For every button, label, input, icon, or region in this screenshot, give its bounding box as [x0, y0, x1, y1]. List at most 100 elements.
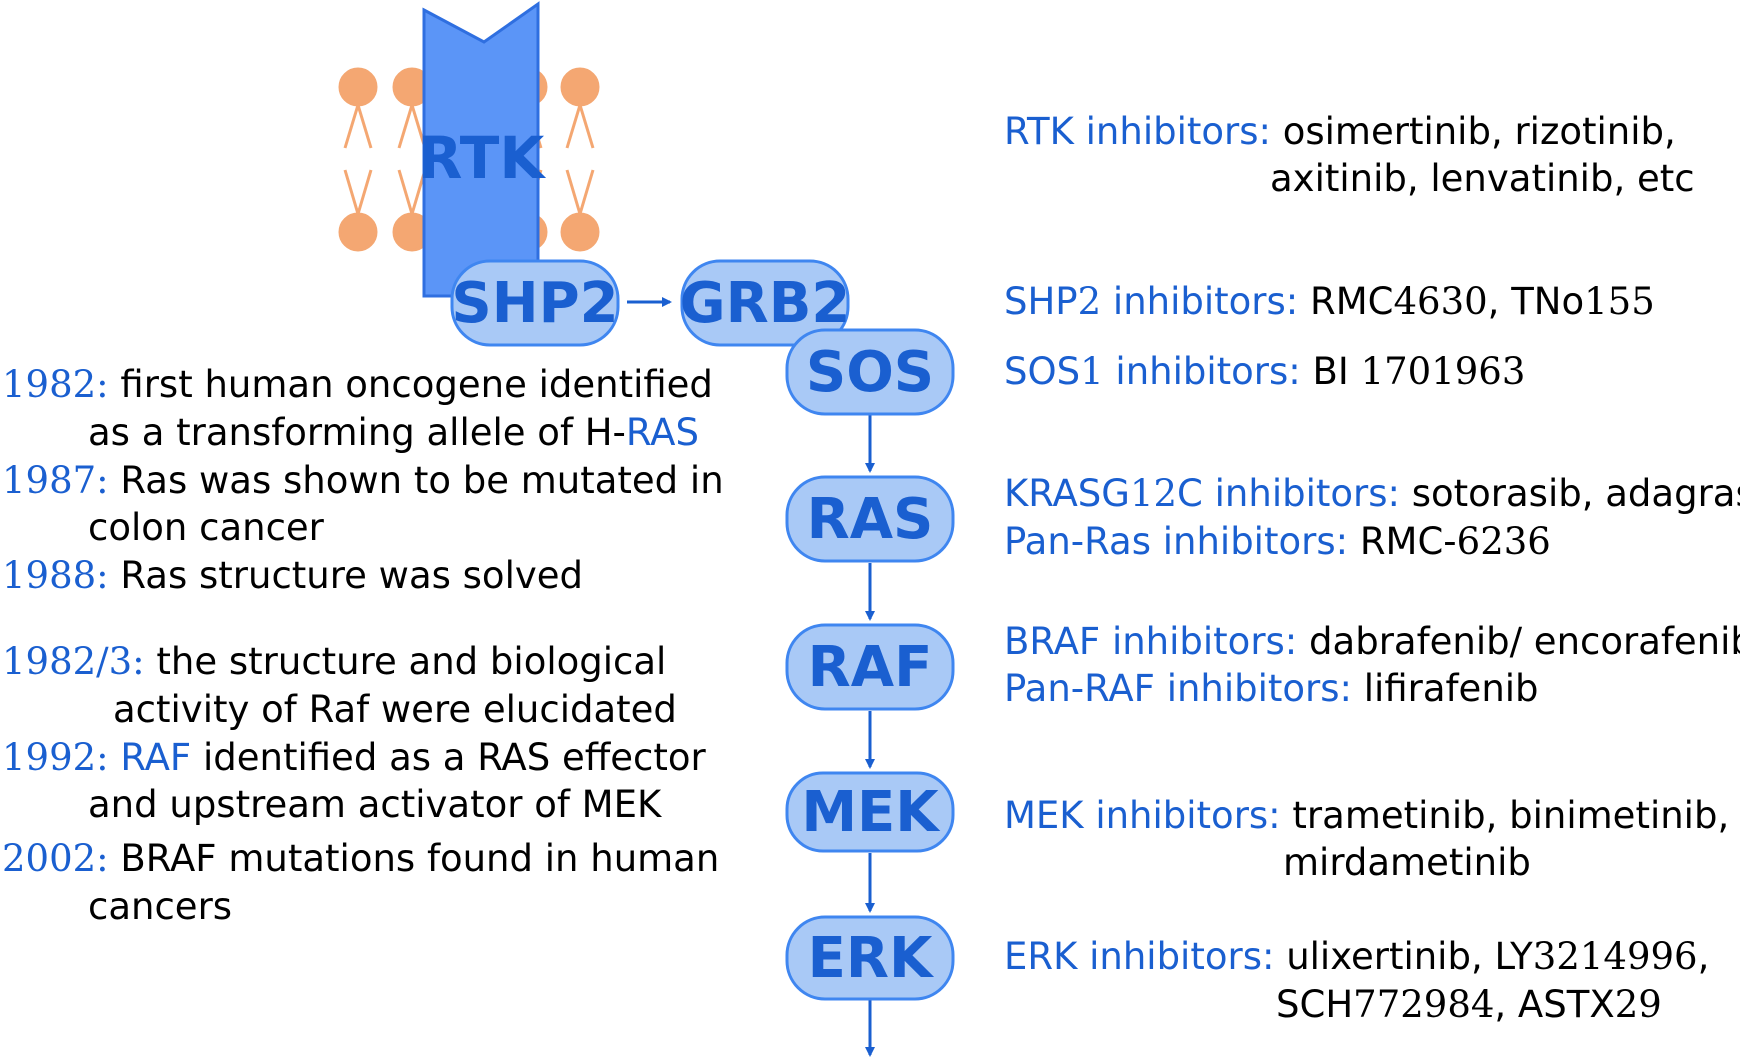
inhibitor-label: Pan-RAF inhibitors:: [1004, 667, 1353, 710]
history-1992-line2: and upstream activator of MEK: [88, 783, 661, 827]
braf-inhibitors: BRAF inhibitors: dabrafenib/ encorafenib: [1004, 620, 1740, 664]
node-grb2: GRB2: [680, 259, 851, 347]
shp2-label: SHP2: [451, 271, 618, 336]
rtk-label: RTK: [418, 124, 547, 192]
history-text: and upstream activator of MEK: [88, 783, 662, 826]
history-highlight: RAS: [625, 411, 699, 454]
history-1987-line1: 1987: Ras was shown to be mutated in: [2, 459, 724, 503]
history-text: identified as a RAS effector: [191, 736, 706, 779]
connectors: [627, 297, 875, 1057]
label-part: inhibitors:: [1101, 280, 1299, 323]
inhibitor-label: BRAF inhibitors:: [1004, 620, 1298, 663]
label-part: 2: [1077, 280, 1102, 323]
node-erk: ERK: [785, 915, 955, 1001]
inhibitor-label: KRASG12C inhibitors:: [1004, 472, 1400, 515]
history-text: as a transforming allele of H-: [88, 411, 626, 454]
panras-inhibitors: Pan-Ras inhibitors: RMC-6236: [1004, 520, 1551, 564]
node-sos: SOS: [785, 328, 955, 416]
history-2002-line2: cancers: [88, 885, 232, 929]
inhibitor-drugs: sotorasib, adagrasib: [1411, 472, 1740, 515]
label-part: C inhibitors:: [1177, 472, 1400, 515]
label-part: SHP: [1004, 280, 1078, 323]
history-text: cancers: [88, 885, 233, 928]
grb2-label: GRB2: [680, 271, 851, 336]
node-raf: RAF: [785, 623, 955, 711]
drug-part: ,: [1697, 935, 1710, 978]
label-part: inhibitors:: [1103, 350, 1301, 393]
inhibitor-drugs: mirdametinib: [1283, 841, 1531, 884]
label-part: KRASG: [1004, 472, 1130, 515]
drug-part: 3214996: [1532, 935, 1698, 978]
inhibitor-label: SHP2 inhibitors:: [1004, 280, 1298, 323]
mek-label: MEK: [801, 780, 941, 845]
history-year: 1988:: [2, 554, 109, 597]
drug-part: , ASTX: [1494, 983, 1615, 1026]
history-text: Ras structure was solved: [120, 554, 583, 597]
raf-label: RAF: [808, 635, 933, 700]
inhibitor-drugs: RMC4630, TNo155: [1310, 280, 1655, 323]
history-1982-3-line2: activity of Raf were elucidated: [113, 688, 677, 732]
sos-label: SOS: [806, 340, 934, 405]
krasg12c-inhibitors: KRASG12C inhibitors: sotorasib, adagrasi…: [1004, 472, 1740, 516]
history-1982-3-line1: 1982/3: the structure and biological: [2, 640, 666, 684]
shp2-inhibitors: SHP2 inhibitors: RMC4630, TNo155: [1004, 280, 1655, 324]
history-year: 1982:: [2, 363, 109, 406]
mek-inhibitors-line1: MEK inhibitors: trametinib, binimetinib,: [1004, 794, 1729, 838]
node-ras: RAS: [785, 475, 955, 563]
label-part: 1: [1080, 350, 1104, 393]
inhibitor-label: ERK inhibitors:: [1004, 935, 1275, 978]
history-year: 1987:: [2, 459, 109, 502]
history-text: the structure and biological: [156, 640, 667, 683]
erk-inhibitors-line2: SCH772984, ASTX29: [1276, 983, 1662, 1027]
lipid-4: [560, 67, 600, 252]
erk-label: ERK: [808, 926, 935, 991]
inhibitor-label: RTK inhibitors:: [1004, 110, 1271, 153]
history-1987-line2: colon cancer: [88, 506, 324, 550]
inhibitor-drugs: RMC-6236: [1360, 520, 1551, 563]
inhibitor-drugs: trametinib, binimetinib,: [1292, 794, 1730, 837]
rtk-receptor: RTK: [418, 1, 547, 298]
label-part: 12: [1129, 472, 1178, 515]
rtk-inhibitors-line2: axitinib, lenvatinib, etc: [1270, 157, 1695, 201]
drug-part: 155: [1584, 280, 1655, 323]
inhibitor-drugs: SCH772984, ASTX29: [1276, 983, 1662, 1026]
drug-part: 4630: [1393, 280, 1488, 323]
history-text: activity of Raf were elucidated: [113, 688, 677, 731]
lipid-2: [392, 67, 432, 252]
drug-part: RMC-: [1359, 520, 1457, 563]
rtk-inhibitors-line1: RTK inhibitors: osimertinib, rizotinib,: [1004, 110, 1676, 154]
inhibitor-drugs: axitinib, lenvatinib, etc: [1270, 157, 1695, 200]
node-mek: MEK: [785, 771, 955, 853]
history-text: first human oncogene identified: [120, 363, 713, 406]
inhibitor-drugs: dabrafenib/ encorafenib: [1309, 620, 1740, 663]
drug-part: 6236: [1456, 520, 1551, 563]
history-text: BRAF mutations found in human: [120, 837, 720, 880]
drug-part: BI: [1312, 350, 1361, 393]
sos1-inhibitors: SOS1 inhibitors: BI 1701963: [1004, 350, 1525, 394]
inhibitor-drugs: ulixertinib, LY3214996,: [1286, 935, 1709, 978]
mek-inhibitors-line2: mirdametinib: [1283, 841, 1531, 885]
history-2002-line1: 2002: BRAF mutations found in human: [2, 837, 719, 881]
drug-part: 29: [1614, 983, 1662, 1026]
panraf-inhibitors: Pan-RAF inhibitors: lifirafenib: [1004, 667, 1539, 711]
inhibitor-drugs: lifirafenib: [1363, 667, 1539, 710]
erk-inhibitors-line1: ERK inhibitors: ulixertinib, LY3214996,: [1004, 935, 1709, 979]
history-highlight: RAF: [120, 736, 192, 779]
drug-part: RMC: [1310, 280, 1394, 323]
history-year: 1982/3:: [2, 640, 145, 683]
drug-part: SCH: [1276, 983, 1354, 1026]
ras-label: RAS: [807, 487, 934, 552]
history-1988-line1: 1988: Ras structure was solved: [2, 554, 583, 598]
history-text: Ras was shown to be mutated in: [120, 459, 724, 502]
history-text: colon cancer: [88, 506, 324, 549]
lipid-1: [338, 67, 378, 252]
inhibitor-label: Pan-Ras inhibitors:: [1004, 520, 1349, 563]
drug-part: ulixertinib, LY: [1286, 935, 1533, 978]
drug-part: 1701963: [1360, 350, 1526, 393]
drug-part: 772984: [1353, 983, 1495, 1026]
history-year: 2002:: [2, 837, 109, 880]
history-1982-line2: as a transforming allele of H-RAS: [88, 411, 699, 455]
inhibitor-drugs: osimertinib, rizotinib,: [1282, 110, 1676, 153]
